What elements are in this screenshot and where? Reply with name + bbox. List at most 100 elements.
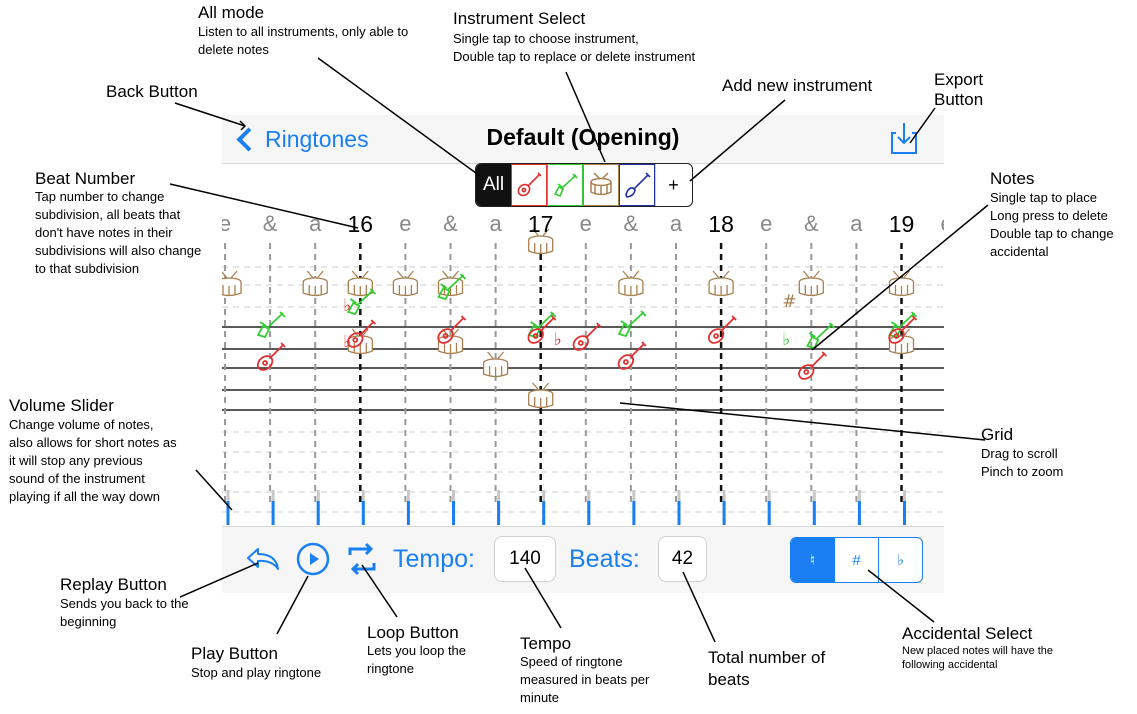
beat-number[interactable]: 19	[888, 211, 915, 237]
tempo-desc: Speed of ringtone measured in beats per …	[520, 654, 650, 705]
beat-number-desc: Tap number to change subdivision, all be…	[35, 189, 202, 276]
drum-note-icon[interactable]	[482, 351, 509, 378]
drum-note-icon[interactable]	[437, 270, 464, 297]
replay-button[interactable]	[244, 541, 284, 577]
play-icon	[296, 542, 330, 576]
beats-input[interactable]: 42	[658, 536, 707, 582]
subdivision-label: &	[443, 211, 458, 236]
subdivision-label: &	[803, 211, 819, 236]
tempo-input[interactable]: 140	[494, 536, 556, 582]
export-button[interactable]	[888, 121, 920, 155]
notes-desc: Single tap to place Long press to delete…	[990, 190, 1114, 259]
grid-title: Grid	[981, 425, 1014, 444]
accidental-mark: ♭	[554, 330, 562, 350]
subdivision-label: a	[850, 211, 863, 236]
add-instrument-title: Add new instrument	[722, 76, 873, 95]
electric-guitar-note-icon[interactable]	[256, 311, 286, 339]
flat-button[interactable]: ♭	[878, 538, 922, 582]
electric-guitar-note-icon[interactable]	[617, 310, 647, 338]
accidental-mark: ♭	[343, 332, 351, 352]
instrument-select: All +	[475, 163, 693, 207]
electric-guitar-note-icon[interactable]	[346, 288, 376, 316]
subdivision-label: e	[932, 211, 944, 237]
drum-note-icon[interactable]	[302, 270, 328, 297]
note-grid[interactable]: ♭ ♭ ♭ # ♭ e & a 16 e & a 17 e & a 18 e & a 19 e	[222, 205, 944, 525]
replay-icon	[247, 548, 279, 570]
add-instrument-button[interactable]: +	[655, 164, 691, 206]
guitar-note-icon[interactable]	[796, 351, 827, 382]
sharp-button[interactable]: #	[834, 538, 878, 582]
drum-note-icon[interactable]	[618, 270, 644, 297]
page-title: Default (Opening)	[486, 124, 680, 150]
accidental-mark: #	[782, 292, 796, 312]
tempo-title: Tempo	[520, 634, 572, 653]
subdivision-label: a	[489, 211, 502, 236]
subdivision-label: &	[262, 211, 278, 236]
instrument-guitar-button[interactable]	[511, 164, 547, 206]
navigation-bar: Ringtones Default (Opening)	[222, 115, 944, 164]
export-button-title: Export Button	[934, 70, 984, 109]
instrument-bass-guitar-button[interactable]	[619, 164, 655, 206]
export-icon	[891, 123, 917, 154]
guitar-note-icon[interactable]	[255, 342, 286, 373]
play-button-desc: Stop and play ringtone	[191, 665, 322, 680]
drum-icon	[590, 172, 612, 196]
notes-title: Notes	[990, 169, 1035, 188]
loop-button[interactable]	[344, 541, 380, 577]
total-beats-title: Total number of beats	[708, 648, 826, 689]
drum-note-icon[interactable]	[347, 328, 373, 355]
subdivision-label: a	[669, 211, 683, 236]
replay-button-title: Replay Button	[60, 575, 167, 594]
beat-number[interactable]: 18	[708, 211, 734, 237]
drum-note-icon[interactable]	[392, 270, 419, 297]
drum-note-icon[interactable]	[528, 382, 554, 409]
accidental-mark: ♭	[782, 330, 790, 350]
beat-number-title: Beat Number	[35, 169, 136, 188]
loop-button-desc: Lets you loop the ringtone	[367, 643, 467, 676]
loop-button-title: Loop Button	[367, 623, 459, 642]
accidental-select-title: Accidental Select	[902, 624, 1033, 643]
guitar-note-icon[interactable]	[706, 315, 737, 346]
subdivision-label: e	[222, 211, 232, 236]
bass-guitar-icon	[625, 172, 651, 198]
accidental-mark: ♭	[343, 296, 351, 316]
guitar-note-icon[interactable]	[616, 341, 647, 372]
subdivision-label: a	[309, 211, 322, 236]
instrument-drum-button[interactable]	[583, 164, 619, 206]
guitar-note-icon[interactable]	[526, 315, 557, 346]
guitar-note-icon[interactable]	[571, 322, 602, 353]
beat-number[interactable]: 17	[527, 211, 554, 237]
back-button-title: Back Button	[106, 82, 198, 101]
subdivision-label: e	[579, 211, 592, 236]
subdivision-label: e	[760, 211, 773, 236]
electric-guitar-icon	[553, 173, 578, 198]
drum-note-icon[interactable]	[347, 270, 373, 297]
volume-slider-title: Volume Slider	[9, 396, 114, 415]
instrument-electric-guitar-button[interactable]	[547, 164, 583, 206]
instrument-select-title: Instrument Select	[453, 9, 586, 28]
beat-number[interactable]: 16	[347, 211, 374, 237]
all-mode-button[interactable]: All	[476, 164, 511, 206]
guitar-icon	[517, 172, 542, 197]
drum-note-icon[interactable]	[888, 270, 915, 297]
drum-note-icon[interactable]	[798, 270, 824, 297]
all-mode-title: All mode	[198, 3, 265, 22]
subdivision-label: &	[623, 211, 639, 236]
guitar-note-icon[interactable]	[436, 315, 467, 346]
beats-label: Beats:	[569, 545, 640, 573]
volume-slider-desc: Change volume of notes, also allows for …	[9, 417, 177, 504]
grid-lines: ♭ ♭ ♭ # ♭	[222, 228, 944, 525]
natural-button[interactable]: ♮	[791, 538, 834, 582]
guitar-note-icon[interactable]	[345, 319, 376, 350]
replay-button-desc: Sends you back to the beginning	[60, 596, 189, 629]
drum-note-icon[interactable]	[708, 270, 734, 297]
loop-icon	[348, 542, 376, 576]
electric-guitar-note-icon[interactable]	[437, 273, 467, 301]
play-button-title: Play Button	[191, 644, 278, 663]
subdivision-label: e	[399, 211, 412, 236]
accidental-select-desc: New placed notes will have the following…	[902, 645, 1054, 671]
drum-note-icon[interactable]	[528, 228, 554, 255]
drum-note-icon[interactable]	[222, 270, 242, 297]
play-button[interactable]	[296, 542, 330, 576]
